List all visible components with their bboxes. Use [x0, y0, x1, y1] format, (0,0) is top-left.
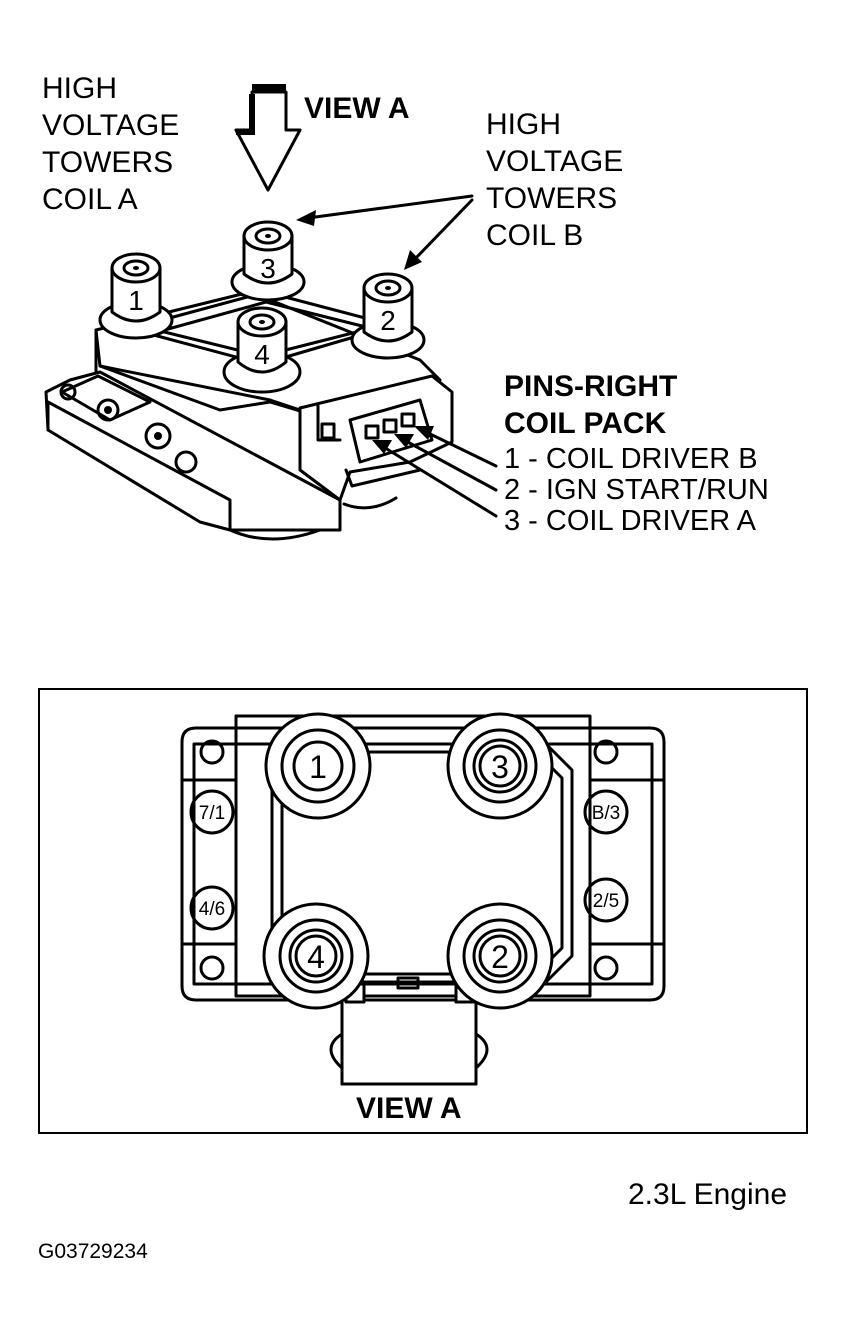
view-a-arrow-label: VIEW A [304, 92, 410, 125]
view-a-tower-3-number: 3 [491, 749, 509, 785]
pin-3-description: 3 - COIL DRIVER A [504, 505, 756, 537]
tower-4 [222, 306, 302, 394]
view-a-tower-1-number: 1 [309, 749, 327, 785]
tower-4-number: 4 [254, 339, 270, 370]
view-a-tower-4 [262, 902, 370, 1010]
coil-b-label-line-1: HIGH [486, 108, 561, 141]
view-a-arrow [234, 84, 302, 192]
marking-b-3: B/3 [592, 803, 621, 824]
view-a-tower-2-number: 2 [491, 939, 509, 975]
view-a-tower-2 [446, 902, 554, 1010]
view-a-connector [329, 976, 489, 1086]
coil-a-label-line-4: COIL A [42, 183, 138, 216]
marking-2-5: 2/5 [593, 891, 619, 912]
tower-3 [230, 220, 306, 302]
tower-2-number: 2 [380, 305, 396, 336]
tower-1 [98, 252, 174, 340]
pin-2-description: 2 - IGN START/RUN [504, 474, 769, 506]
coil-b-label-line-2: VOLTAGE [486, 145, 624, 178]
figure-id: G03729234 [38, 1240, 148, 1263]
marking-4-6: 4/6 [199, 899, 225, 920]
coil-a-label-line-2: VOLTAGE [42, 109, 180, 142]
view-a-tower-1 [264, 712, 372, 820]
pin-leader-arrows [372, 426, 498, 518]
pins-title: PINS-RIGHT COIL PACK [504, 368, 677, 442]
coil-b-label: HIGH VOLTAGE TOWERS COIL B [486, 106, 623, 254]
pins-title-line-1: PINS-RIGHT [504, 370, 678, 403]
view-a-markings [189, 789, 629, 931]
coil-b-label-line-3: TOWERS [486, 182, 618, 215]
pins-title-line-2: COIL PACK [504, 407, 667, 440]
view-a-caption: VIEW A [356, 1092, 462, 1125]
coil-a-label-line-1: HIGH [42, 72, 117, 105]
tower-1-number: 1 [128, 285, 144, 316]
tower-3-number: 3 [260, 253, 276, 284]
coil-b-pointer-arrows [296, 194, 474, 270]
pin-list: 1 - COIL DRIVER B 2 - IGN START/RUN 3 - … [504, 444, 769, 537]
view-a-plate [180, 714, 666, 1002]
pin-1-description: 1 - COIL DRIVER B [504, 443, 758, 475]
coil-a-label-line-3: TOWERS [42, 146, 174, 179]
view-a-tower-3 [446, 712, 554, 820]
coil-b-label-line-4: COIL B [486, 219, 584, 252]
view-a-tower-4-number: 4 [307, 939, 325, 975]
marking-7-1: 7/1 [199, 803, 225, 824]
coil-a-label: HIGH VOLTAGE TOWERS COIL A [42, 70, 179, 218]
view-a-frame [38, 688, 808, 1134]
tower-2 [350, 272, 426, 360]
engine-label: 2.3L Engine [628, 1178, 788, 1211]
